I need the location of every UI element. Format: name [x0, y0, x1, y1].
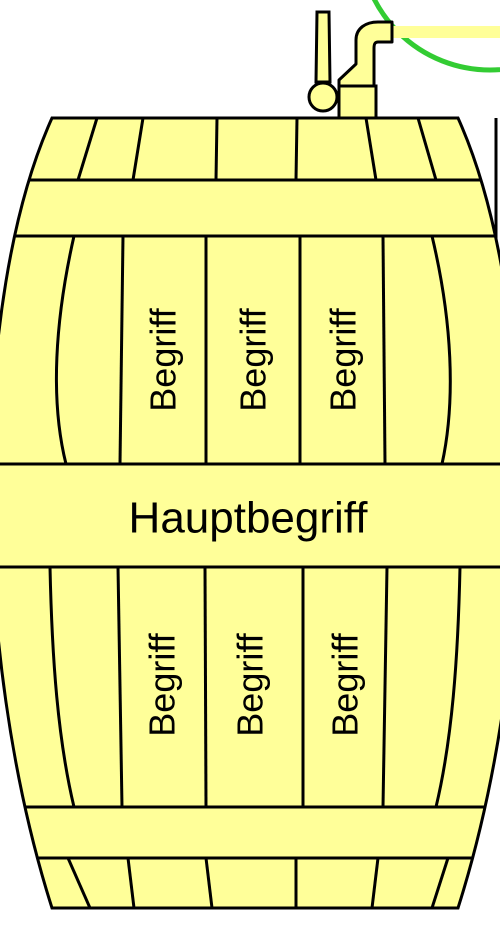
green-circle-arc: [371, 0, 500, 73]
upper-term-1: Begriff: [143, 307, 184, 411]
main-term-label: Hauptbegriff: [129, 494, 369, 543]
lower-term-3: Begriff: [325, 632, 366, 736]
lower-term-1: Begriff: [142, 632, 183, 736]
tap-icon: [307, 10, 394, 120]
barrel-hoops: [0, 178, 500, 860]
tap-pipe: [385, 26, 500, 38]
upper-term-3: Begriff: [323, 307, 364, 411]
upper-term-2: Begriff: [233, 307, 274, 411]
lower-term-2: Begriff: [230, 632, 271, 736]
barrel-staves: [48, 118, 462, 908]
barrel-body: [0, 116, 500, 910]
